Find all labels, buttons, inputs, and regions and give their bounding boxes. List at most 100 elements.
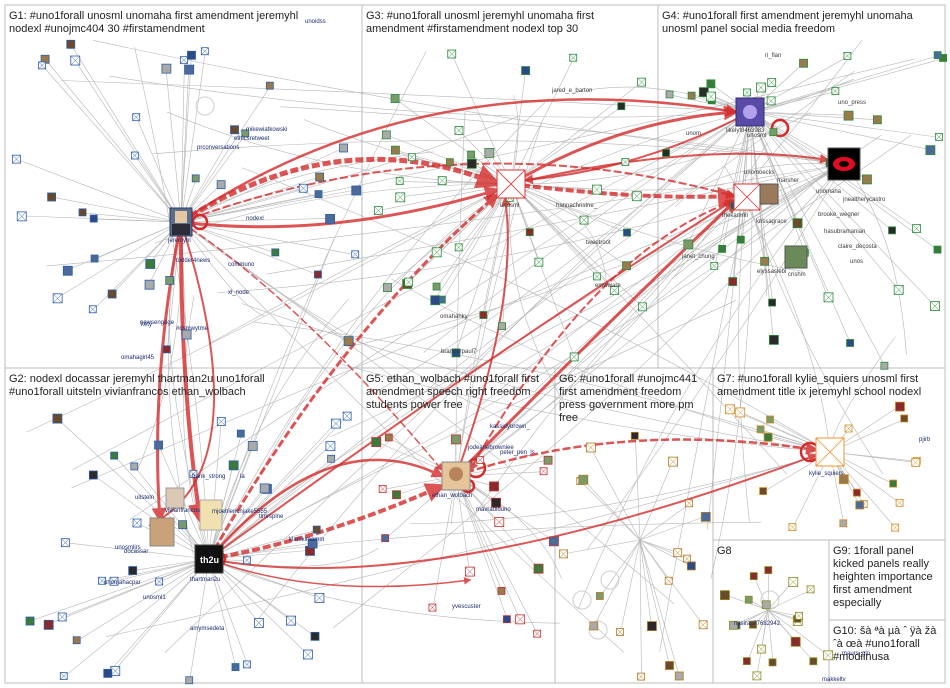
node[interactable] xyxy=(809,657,818,666)
node[interactable] xyxy=(466,158,477,169)
node[interactable] xyxy=(889,479,898,488)
node[interactable] xyxy=(25,616,35,626)
node[interactable] xyxy=(312,525,321,534)
node[interactable] xyxy=(665,661,674,670)
node[interactable] xyxy=(925,145,936,156)
node[interactable] xyxy=(756,425,765,434)
node[interactable] xyxy=(647,621,657,632)
node-krissa-avatar[interactable] xyxy=(759,183,779,205)
node[interactable] xyxy=(744,595,753,604)
node[interactable] xyxy=(479,311,488,319)
node[interactable] xyxy=(191,174,200,183)
node[interactable] xyxy=(231,663,240,671)
node[interactable] xyxy=(62,265,73,276)
node[interactable] xyxy=(768,658,777,667)
node-th2u-avatar[interactable] xyxy=(194,544,224,574)
node[interactable] xyxy=(533,563,544,574)
node[interactable] xyxy=(623,228,631,237)
node[interactable] xyxy=(145,259,156,269)
node[interactable] xyxy=(761,600,771,610)
node[interactable] xyxy=(88,470,98,480)
node[interactable] xyxy=(900,414,909,423)
node[interactable] xyxy=(749,572,758,580)
node[interactable] xyxy=(895,401,905,412)
node[interactable] xyxy=(72,636,81,645)
node[interactable] xyxy=(768,334,779,345)
node[interactable] xyxy=(432,282,441,291)
node[interactable] xyxy=(502,615,511,624)
node[interactable] xyxy=(489,481,499,492)
node[interactable] xyxy=(749,620,757,629)
node[interactable] xyxy=(736,235,745,244)
node[interactable] xyxy=(549,536,559,547)
node[interactable] xyxy=(241,129,250,138)
node[interactable] xyxy=(343,336,354,346)
node[interactable] xyxy=(855,500,865,510)
node[interactable] xyxy=(764,566,773,575)
node[interactable] xyxy=(185,676,194,685)
node[interactable] xyxy=(484,148,495,158)
node[interactable] xyxy=(216,180,226,190)
node[interactable] xyxy=(128,566,138,575)
node[interactable] xyxy=(259,483,270,494)
node[interactable] xyxy=(178,520,188,530)
node[interactable] xyxy=(578,474,589,485)
node[interactable] xyxy=(383,283,392,292)
node[interactable] xyxy=(790,636,801,647)
node[interactable] xyxy=(617,102,626,111)
node[interactable] xyxy=(451,434,461,445)
node[interactable] xyxy=(686,561,696,571)
node[interactable] xyxy=(799,58,808,68)
node[interactable] xyxy=(862,174,872,185)
node-crishm-avatar[interactable] xyxy=(784,245,808,269)
node[interactable] xyxy=(742,657,751,666)
node[interactable] xyxy=(497,587,506,595)
node[interactable] xyxy=(846,339,854,347)
node[interactable] xyxy=(384,433,393,442)
node[interactable] xyxy=(187,50,196,60)
node[interactable] xyxy=(247,441,258,451)
node[interactable] xyxy=(718,244,727,253)
node[interactable] xyxy=(445,158,454,167)
node[interactable] xyxy=(391,145,400,155)
node[interactable] xyxy=(162,345,171,354)
node[interactable] xyxy=(181,329,192,340)
node[interactable] xyxy=(325,214,335,224)
node[interactable] xyxy=(880,361,889,370)
node[interactable] xyxy=(90,254,99,263)
node[interactable] xyxy=(47,192,57,202)
node[interactable] xyxy=(769,128,778,137)
node[interactable] xyxy=(327,454,336,463)
node[interactable] xyxy=(467,150,475,159)
node[interactable] xyxy=(933,245,942,254)
node[interactable] xyxy=(763,432,773,442)
node[interactable] xyxy=(315,172,325,182)
node[interactable] xyxy=(107,289,117,299)
node[interactable] xyxy=(838,474,849,485)
node[interactable] xyxy=(525,228,534,237)
node[interactable] xyxy=(843,110,854,121)
node[interactable] xyxy=(543,455,553,465)
node[interactable] xyxy=(381,534,390,543)
node[interactable] xyxy=(161,63,172,74)
node[interactable] xyxy=(687,91,696,100)
node[interactable] xyxy=(630,431,639,440)
node[interactable] xyxy=(792,218,803,229)
node[interactable] xyxy=(719,590,730,601)
node[interactable] xyxy=(307,538,318,549)
node[interactable] xyxy=(706,79,716,89)
node[interactable] xyxy=(236,429,245,438)
node-docassar-avatar[interactable] xyxy=(149,517,175,547)
node[interactable] xyxy=(766,415,774,424)
node[interactable] xyxy=(314,190,323,199)
node[interactable] xyxy=(768,298,777,307)
node[interactable] xyxy=(339,143,348,153)
node[interactable] xyxy=(700,511,711,522)
node[interactable] xyxy=(265,81,274,90)
node[interactable] xyxy=(154,440,163,450)
node[interactable] xyxy=(498,322,507,331)
node[interactable] xyxy=(310,631,320,641)
node[interactable] xyxy=(228,460,239,471)
node[interactable] xyxy=(853,488,861,497)
node[interactable] xyxy=(665,90,674,99)
